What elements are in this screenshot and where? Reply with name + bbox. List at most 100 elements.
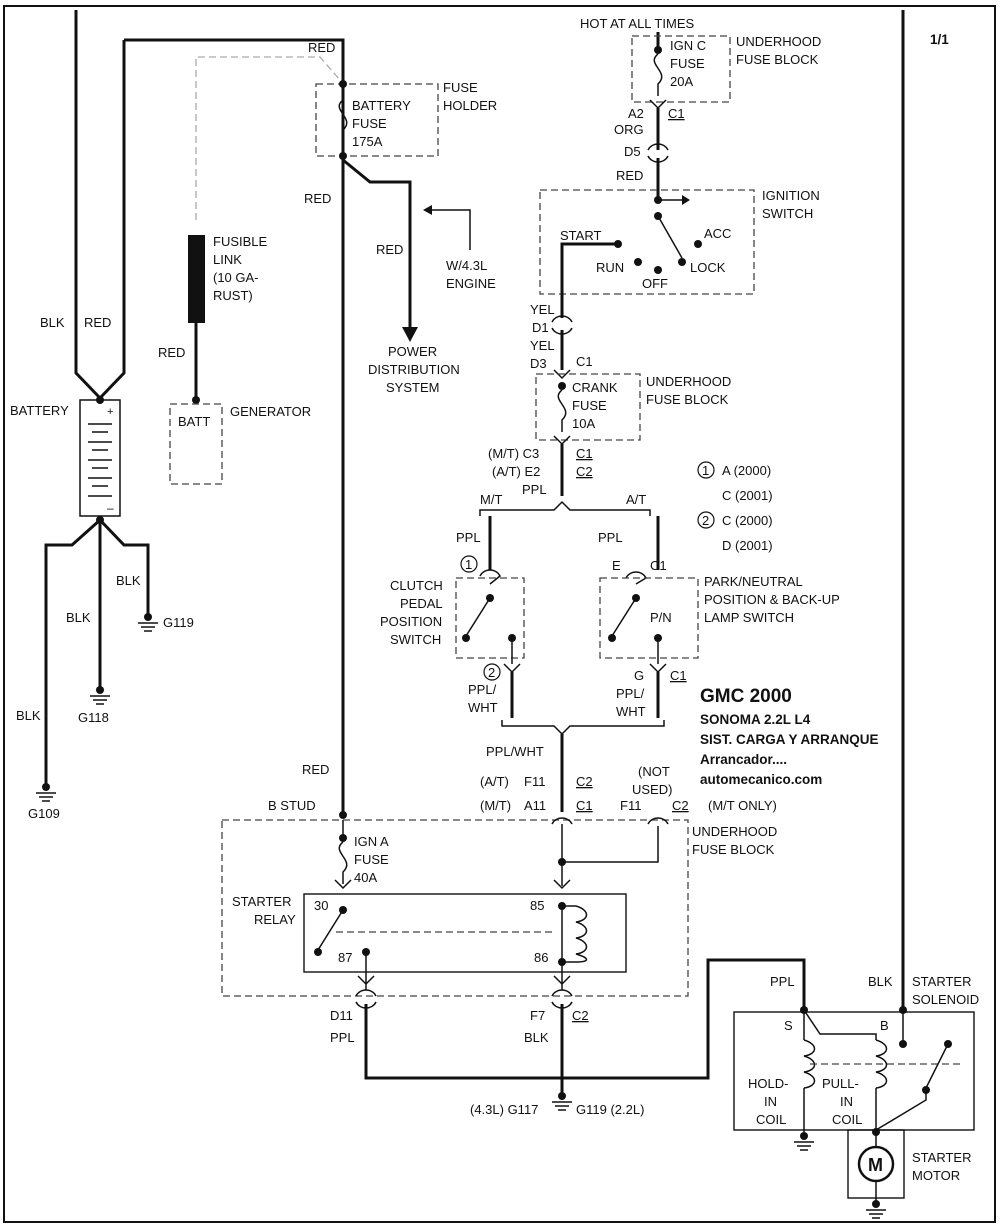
ignition-switch-box	[539, 189, 755, 295]
crank-fuse-label: CRANK	[572, 380, 618, 395]
hold-in-coil	[803, 1039, 816, 1089]
ground-g119-label: G119	[163, 615, 194, 630]
ign-c-label: IGN C	[670, 38, 706, 53]
underhood-label-crank: UNDERHOOD	[646, 374, 731, 389]
connector-a2	[649, 99, 667, 110]
wire-red-fusible: RED	[158, 345, 185, 360]
title-site: automecanico.com	[700, 772, 822, 787]
battery-feed-wires	[74, 10, 471, 815]
battery-fuse-rating: 175A	[352, 134, 383, 149]
pull-in-label: PULL-	[822, 1076, 859, 1091]
conn-e-label: E	[612, 558, 621, 573]
battery-label: BATTERY	[10, 403, 69, 418]
solenoid-ground	[794, 1132, 814, 1151]
b-stud-label: B STUD	[268, 798, 316, 813]
crank-fuse-symbol	[557, 389, 567, 432]
svg-text:+: +	[107, 406, 113, 418]
conn-c1-d3: C1	[576, 354, 593, 369]
wire-blk-g109: BLK	[16, 708, 41, 723]
conn-g-label: G	[634, 668, 644, 683]
fuse-holder-label: FUSE	[443, 80, 478, 95]
conn-c2-f11: C2	[576, 774, 593, 789]
crank-fuse-rating: 10A	[572, 416, 595, 431]
power-distribution-arrow	[402, 327, 418, 342]
relay-pin-85-arrow	[553, 879, 571, 890]
wire-yel-2: YEL	[530, 338, 555, 353]
ignition-switch-contact	[657, 215, 683, 259]
wire-ppl-d11: PPL	[330, 1030, 355, 1045]
title-subtitle: Arrancador....	[700, 752, 787, 767]
wire-red-ign: RED	[616, 168, 643, 183]
ignition-switch-label: IGNITION	[762, 188, 820, 203]
starter-motor-label: STARTER	[912, 1150, 971, 1165]
wire-ppl-wht: PPL/WHT	[486, 744, 544, 759]
fusible-link-label-3: (10 GA-	[213, 270, 259, 285]
wire-red-relay: RED	[302, 762, 329, 777]
title-make-year: GMC 2000	[700, 686, 792, 707]
conn-mt-c3: (M/T) C3	[488, 446, 539, 461]
fusible-link	[188, 235, 205, 323]
conn-c2-mt: C2	[672, 798, 689, 813]
wire-red-pds: RED	[376, 242, 403, 257]
fuse-block-label-top: FUSE BLOCK	[736, 52, 819, 67]
pos-acc: ACC	[704, 226, 731, 241]
pin-85: 85	[530, 898, 544, 913]
pn-connector-bottom	[649, 663, 667, 674]
wire-ppl-mt: PPL	[456, 530, 481, 545]
svg-text:1: 1	[702, 463, 709, 478]
ign-a-rating: 40A	[354, 870, 377, 885]
fusible-link-label-4: RUST)	[213, 288, 253, 303]
solenoid-contact	[925, 1043, 949, 1089]
fuse-holder-label-2: HOLDER	[443, 98, 497, 113]
pin-86: 86	[534, 950, 548, 965]
ignition-switch-label-2: SWITCH	[762, 206, 813, 221]
ground-g119	[138, 613, 158, 632]
hold-in-label: HOLD-	[748, 1076, 788, 1091]
conn-a11-label: A11	[524, 798, 546, 813]
clutch-circle-1	[460, 555, 478, 573]
battery-ground-wires	[44, 518, 150, 785]
relay-pin-86-arrow	[553, 975, 571, 986]
wire-wht-at: WHT	[616, 704, 646, 719]
ign-c-fuse-box	[631, 35, 731, 103]
conn-at-e2: (A/T) E2	[492, 464, 540, 479]
connector-d3	[553, 369, 571, 380]
wire-red-mid: RED	[304, 191, 331, 206]
ign-a-label: IGN A	[354, 834, 389, 849]
conn-c2-crank: C2	[576, 464, 593, 479]
starter-motor-label-2: MOTOR	[912, 1168, 960, 1183]
clutch-circle-2	[483, 663, 501, 681]
relay-connector-a11	[551, 817, 573, 825]
batt-label: BATT	[178, 414, 210, 429]
wire-ppl-solenoid: PPL	[770, 974, 795, 989]
wire-blk-g119: BLK	[116, 573, 141, 588]
conn-c1-pn: C1	[650, 558, 667, 573]
pos-run: RUN	[596, 260, 624, 275]
ground-g109	[36, 783, 56, 802]
clutch-label-3: POSITION	[380, 614, 442, 629]
ground-g117-g119	[552, 1092, 572, 1111]
svg-text:C (2000): C (2000)	[722, 513, 773, 528]
relay-switch-contact	[317, 909, 344, 951]
conn-a2-label: A2	[628, 106, 644, 121]
starter-relay-label: STARTER	[232, 894, 291, 909]
at-label: A/T	[626, 492, 646, 507]
pull-in-label-2: IN	[840, 1094, 853, 1109]
battery-fuse-label-2: FUSE	[352, 116, 387, 131]
clutch-circle-2-num: 2	[488, 665, 495, 680]
conn-d3-label: D3	[530, 356, 547, 371]
page-number: 1/1	[930, 32, 949, 47]
starter-solenoid-label-2: SOLENOID	[912, 992, 979, 1007]
conn-mt-a11: (M/T)	[480, 798, 511, 813]
relay-coil	[562, 905, 588, 963]
pos-start: START	[560, 228, 601, 243]
wire-red-battery: RED	[84, 315, 111, 330]
svg-text:–: –	[107, 501, 114, 515]
underhood-label-top: UNDERHOOD	[736, 34, 821, 49]
crank-fuse-label-2: FUSE	[572, 398, 607, 413]
pin-30: 30	[314, 898, 328, 913]
hold-in-label-3: COIL	[756, 1112, 786, 1127]
pin-87: 87	[338, 950, 352, 965]
wire-wht-mt: WHT	[468, 700, 498, 715]
